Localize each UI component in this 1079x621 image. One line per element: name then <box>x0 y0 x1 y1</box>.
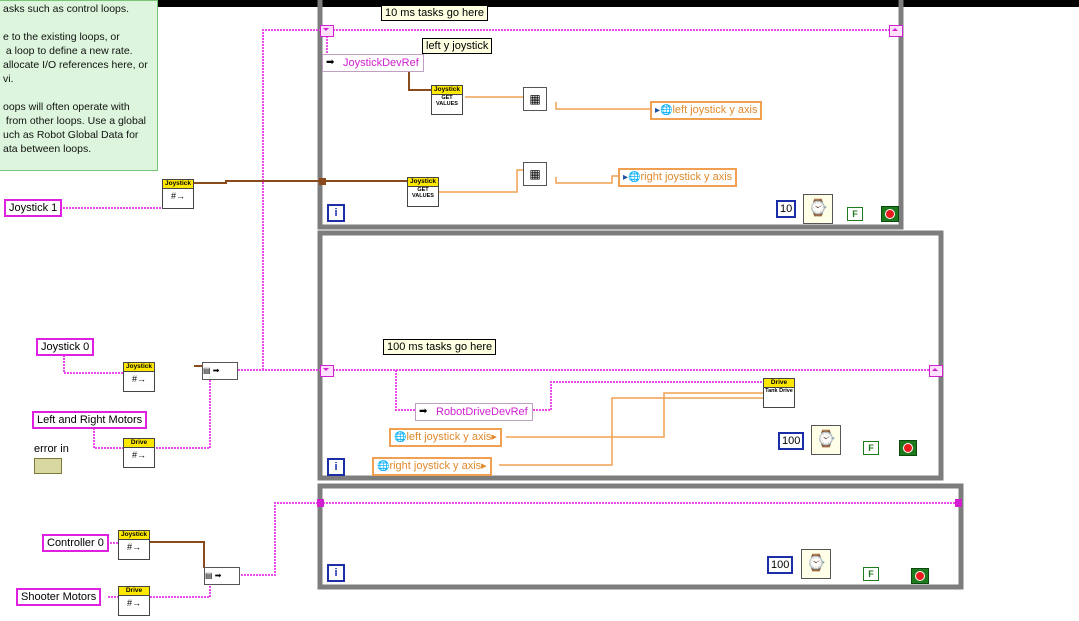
bundle-node-icon[interactable]: ▤ ➡ <box>204 567 240 585</box>
joystick-open-vi-controller[interactable]: Joystick #→ <box>118 530 150 560</box>
get-values-label: GET VALUES <box>436 95 458 107</box>
shift-register-left[interactable] <box>320 25 334 37</box>
controller-0-control[interactable]: Controller 0 <box>42 534 109 552</box>
index-array-icon[interactable]: ▦ <box>523 87 547 111</box>
drive-open-vi-shooter[interactable]: Drive #→ <box>118 586 150 616</box>
comment-line: uch as Robot Global Data for <box>3 129 139 141</box>
shooter-motors-control[interactable]: Shooter Motors <box>16 588 102 606</box>
arrow-right-icon: ➡ <box>419 406 428 417</box>
vi-header: Joystick <box>119 531 149 540</box>
error-in-label: error in <box>34 443 69 455</box>
stop-condition-icon[interactable] <box>881 206 899 222</box>
false-constant[interactable]: F <box>847 207 863 221</box>
shift-register-right[interactable] <box>889 25 903 37</box>
globe-icon: 🌐 <box>394 432 407 443</box>
error-cluster-icon[interactable] <box>34 458 62 474</box>
loop-iteration-terminal[interactable]: i <box>327 564 345 582</box>
vi-header: Drive <box>764 379 794 388</box>
comment-line: from other loops. Use a global <box>3 115 146 127</box>
arrow-right-icon: ➡ <box>326 57 335 68</box>
global-right-joystick-y-axis[interactable]: ▸🌐right joystick y axis <box>618 168 738 187</box>
global-var-label: right joystick y axis <box>640 171 733 183</box>
shift-register-right[interactable] <box>929 365 943 377</box>
loop-100ms-title: 100 ms tasks go here <box>383 339 497 355</box>
vi-header: Joystick <box>124 363 154 372</box>
joystick-dev-ref-node[interactable]: ➡ JoystickDevRef <box>322 54 424 72</box>
false-constant[interactable]: F <box>863 567 879 581</box>
tank-drive-label: Tank Drive <box>765 388 793 394</box>
loop-bottom-frame <box>317 483 964 590</box>
wait-ms-constant[interactable]: 100 <box>778 432 805 450</box>
vi-header: Joystick <box>163 180 193 189</box>
loop-iteration-terminal[interactable]: i <box>327 458 345 476</box>
get-values-label: GET VALUES <box>412 187 434 199</box>
vi-header: Drive <box>124 439 154 448</box>
global-var-label: left joystick y axis <box>406 431 492 443</box>
comment-line <box>3 16 157 30</box>
comment-line: ata between loops. <box>3 143 92 155</box>
ref-out-icon: #→ <box>170 191 185 201</box>
window-top-edge <box>0 0 1079 7</box>
global-left-joystick-y-axis[interactable]: ▸🌐left joystick y axis <box>650 101 763 120</box>
loop-iteration-terminal[interactable]: i <box>327 204 345 222</box>
comment-line: asks such as control loops. <box>3 3 130 15</box>
robot-drive-dev-ref-label: RobotDriveDevRef <box>436 406 528 418</box>
globe-icon: ▸🌐 <box>655 105 673 116</box>
joystick-get-values-vi-2[interactable]: Joystick GET VALUES <box>407 177 439 207</box>
wait-ms-constant[interactable]: 100 <box>767 556 794 574</box>
joystick-open-vi-1[interactable]: Joystick #→ <box>162 179 194 209</box>
global-var-label: right joystick y axis <box>389 460 482 472</box>
index-array-icon[interactable]: ▦ <box>523 162 547 186</box>
drive-open-vi[interactable]: Drive #→ <box>123 438 155 468</box>
joystick-open-vi-0[interactable]: Joystick #→ <box>123 362 155 392</box>
loop-10ms-title: 10 ms tasks go here <box>381 5 489 21</box>
left-y-joystick-caption: left y joystick <box>422 38 493 54</box>
stop-condition-icon[interactable] <box>899 440 917 456</box>
wait-ms-clock-icon[interactable]: ⌚ <box>801 549 831 579</box>
vi-header: Joystick <box>432 86 462 95</box>
comment-line <box>3 86 157 100</box>
comment-line: allocate I/O references here, or <box>3 59 148 71</box>
joystick-0-control[interactable]: Joystick 0 <box>36 338 95 356</box>
comment-line: vi. <box>3 73 14 85</box>
tank-drive-vi[interactable]: Drive Tank Drive <box>763 378 795 408</box>
loop-10ms-frame <box>317 0 904 230</box>
wait-ms-clock-icon[interactable]: ⌚ <box>803 194 833 224</box>
globe-icon: ▸🌐 <box>623 172 641 183</box>
joystick-1-control[interactable]: Joystick 1 <box>4 199 63 217</box>
bundle-node-icon[interactable]: ▤ ➡ <box>202 362 238 380</box>
comment-line: oops will often operate with <box>3 101 130 113</box>
arrow-right-icon: ▸ <box>481 460 487 472</box>
robot-drive-dev-ref-node[interactable]: ➡ RobotDriveDevRef <box>415 403 533 421</box>
arrow-right-icon: ▸ <box>491 431 497 443</box>
global-right-joystick-y-axis-read[interactable]: 🌐right joystick y axis▸ <box>372 457 492 476</box>
ref-out-icon: #→ <box>131 374 146 384</box>
left-right-motors-control[interactable]: Left and Right Motors <box>32 411 148 429</box>
ref-out-icon: #→ <box>131 450 146 460</box>
false-constant[interactable]: F <box>863 441 879 455</box>
wait-ms-constant[interactable]: 10 <box>776 200 797 218</box>
loop-100ms-frame <box>317 230 944 481</box>
ref-out-icon: #→ <box>126 542 141 552</box>
diagram-comment: asks such as control loops. e to the exi… <box>0 0 158 171</box>
stop-condition-icon[interactable] <box>911 568 929 584</box>
global-left-joystick-y-axis-read[interactable]: 🌐left joystick y axis▸ <box>389 428 502 447</box>
vi-header: Drive <box>119 587 149 596</box>
comment-line: a loop to define a new rate. <box>3 45 133 57</box>
comment-line: e to the existing loops, or <box>3 31 120 43</box>
joystick-get-values-vi-1[interactable]: Joystick GET VALUES <box>431 85 463 115</box>
ref-out-icon: #→ <box>126 598 141 608</box>
shift-register-left[interactable] <box>320 365 334 377</box>
globe-icon: 🌐 <box>377 461 390 472</box>
joystick-dev-ref-label: JoystickDevRef <box>343 57 419 69</box>
global-var-label: left joystick y axis <box>672 104 758 116</box>
vi-header: Joystick <box>408 178 438 187</box>
wait-ms-clock-icon[interactable]: ⌚ <box>811 425 841 455</box>
